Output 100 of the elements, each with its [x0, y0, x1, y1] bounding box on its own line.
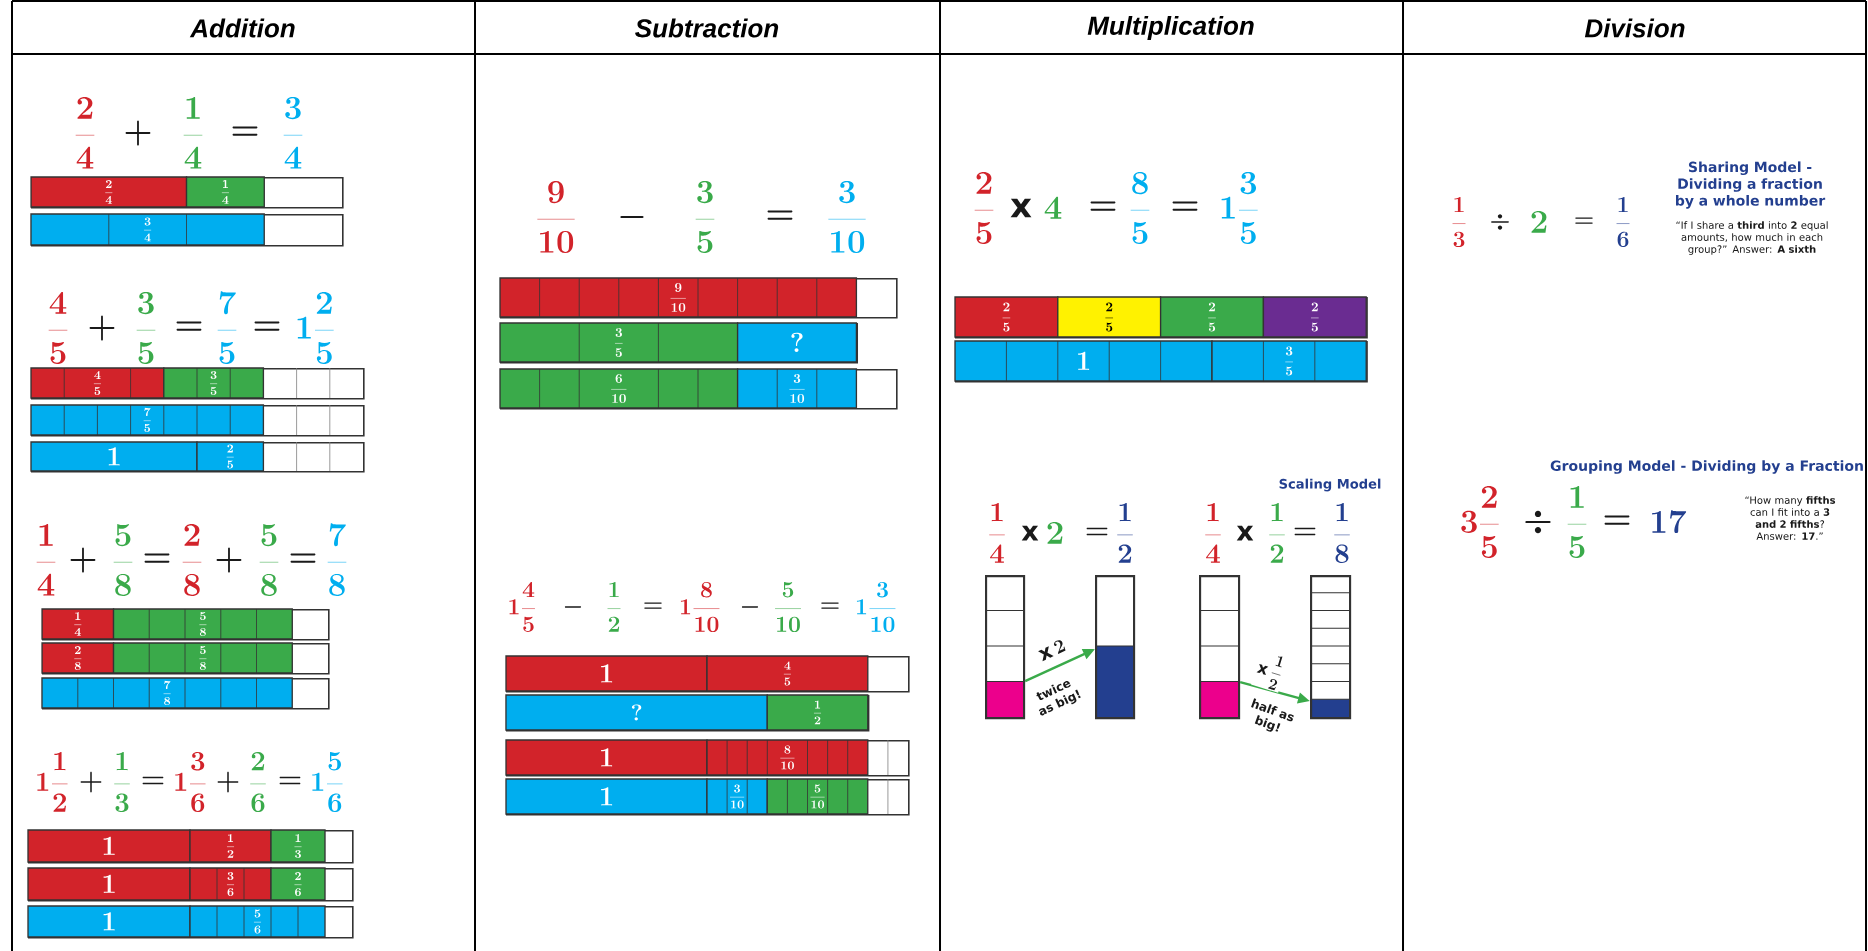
bar-segment: $1$ — [27, 905, 191, 938]
fraction: $\frac{1}{5}$ — [1567, 486, 1587, 558]
math-sign: $+$ — [125, 120, 151, 146]
bar-segment: $\frac{2}{5}$ — [1262, 296, 1367, 338]
math-sign: $=$ — [767, 210, 793, 220]
heading-text: Scaling Model — [1279, 478, 1381, 492]
column-header: Subtraction — [635, 18, 779, 38]
fraction: $\frac{9}{10}$ — [537, 181, 575, 253]
fraction: $\frac{1}{6}$ — [1616, 197, 1630, 247]
math-sign: $=$ — [821, 602, 839, 609]
arrow-caption: twice as big! — [1036, 681, 1081, 716]
math-sign: $\div$ — [1525, 510, 1551, 534]
fraction: $\frac{1}{2}$ — [1117, 503, 1133, 563]
edge-label: $\mathrm{x}\,2$ — [1035, 636, 1069, 664]
bar-segment: $?$ — [736, 322, 858, 363]
number: $2$ — [1531, 210, 1547, 233]
bar-segment: $\frac{8}{10}$ — [706, 739, 869, 776]
math-sign: $+$ — [89, 315, 115, 341]
fraction: $\frac{1}{4}$ — [36, 524, 56, 596]
math-sign: $+$ — [80, 771, 102, 793]
fraction: $\frac{1}{4}$ — [1205, 503, 1221, 563]
bar-segment: $1$ — [505, 655, 708, 692]
fraction: $\frac{7}{8}$ — [327, 523, 347, 596]
bar-segment: $\frac{1}{3}$ — [270, 829, 326, 863]
math-sign: $\mathrm{x}$ — [1021, 525, 1039, 541]
fraction: $1\frac{3}{10}$ — [856, 582, 896, 632]
math-sign: $\div$ — [1491, 214, 1509, 230]
math-sign: $+$ — [216, 547, 242, 573]
math-sign: $\mathrm{x}$ — [1010, 198, 1032, 218]
fraction: $1\frac{4}{5}$ — [509, 581, 535, 632]
fraction: $1\frac{3}{5}$ — [1221, 172, 1258, 244]
number: $2$ — [1047, 521, 1063, 544]
bar-segment: $\frac{3}{10}$ — [706, 778, 768, 815]
bar-segment: $\frac{2}{4}$ — [30, 176, 188, 208]
math-sign: $=$ — [290, 553, 316, 563]
math-sign: $=$ — [279, 776, 301, 785]
bar-segment: $\frac{5}{8}$ — [112, 642, 293, 674]
bar-segment: $\frac{2}{5}$ — [1057, 296, 1162, 338]
fraction: $\frac{8}{5}$ — [1130, 172, 1150, 244]
fraction: $1\frac{5}{6}$ — [312, 752, 343, 813]
bar-segment: $\frac{1}{2}$ — [766, 694, 869, 731]
bar-segment: $\frac{3}{5}$ — [163, 367, 265, 399]
fraction: $\frac{1}{8}$ — [1334, 503, 1350, 564]
fraction: $\frac{3}{4}$ — [283, 97, 303, 169]
bar-segment: $\frac{5}{6}$ — [189, 905, 326, 938]
bar-segment: $\frac{3}{10}$ — [736, 368, 858, 409]
fraction: $\frac{3}{5}$ — [695, 181, 715, 253]
math-sign: $=$ — [254, 321, 280, 331]
fraction: $\frac{2}{8}$ — [182, 524, 202, 596]
heading-text: Grouping Model - Dividing by a Fraction — [1550, 460, 1863, 474]
math-sign: $=$ — [232, 126, 258, 136]
bar-segment: $\frac{4}{5}$ — [706, 655, 869, 692]
fraction: $1\frac{1}{2}$ — [37, 752, 68, 812]
fraction: $1\frac{3}{6}$ — [175, 752, 206, 813]
number: $17$ — [1652, 510, 1687, 534]
fraction: $\frac{1}{3}$ — [114, 752, 130, 813]
heading-text: Sharing Model - Dividing a fraction by a whole number — [1676, 161, 1826, 209]
math-sign: $\mathrm{x}$ — [1236, 525, 1254, 541]
math-sign: $=$ — [176, 321, 202, 331]
bar-segment: $1$ — [505, 739, 708, 776]
bar-segment: $\frac{9}{10}$ — [499, 277, 858, 318]
bar-segment: $\frac{2}{5}$ — [954, 296, 1059, 338]
bar-segment: $\frac{2}{8}$ — [41, 642, 115, 674]
bar-segment: $1$ — [954, 340, 1213, 382]
column-header: Division — [1584, 18, 1685, 38]
bar-segment: $?$ — [505, 694, 768, 731]
fraction: $\frac{2}{6}$ — [250, 752, 266, 813]
fraction: $\frac{1}{3}$ — [1452, 197, 1466, 247]
bar-segment: $\frac{4}{5}$ — [30, 367, 165, 399]
bar-segment: $\frac{6}{10}$ — [499, 368, 739, 409]
fraction: $\frac{1}{2}$ — [607, 582, 621, 632]
math-sign: $-$ — [620, 216, 644, 218]
number: $4$ — [1044, 196, 1062, 219]
scaling-bar — [1094, 575, 1136, 720]
bar-segment: $\frac{2}{6}$ — [270, 867, 326, 901]
scaling-bar — [1198, 575, 1241, 720]
bar-segment: $\frac{2}{5}$ — [196, 441, 265, 472]
math-sign: $=$ — [142, 776, 164, 785]
fraction: $\frac{3}{5}$ — [136, 292, 156, 364]
bar-segment: $\frac{5}{8}$ — [112, 608, 293, 640]
math-sign: $-$ — [741, 606, 759, 608]
bar-segment: $\frac{1}{2}$ — [189, 829, 272, 863]
math-sign: $=$ — [644, 602, 662, 609]
math-sign: $=$ — [1090, 201, 1116, 211]
fraction: $\frac{5}{8}$ — [259, 524, 279, 596]
math-sign: $=$ — [1575, 217, 1593, 224]
arrow-caption: half as big! — [1251, 698, 1294, 732]
fraction: $\frac{5}{10}$ — [775, 582, 801, 632]
fraction: $\frac{1}{2}$ — [1269, 503, 1285, 563]
bar-segment: $\frac{2}{5}$ — [1159, 296, 1265, 338]
bar-segment: $\frac{7}{8}$ — [41, 677, 293, 709]
bar-segment: $\frac{3}{5}$ — [1211, 340, 1367, 382]
fraction: $1\frac{8}{10}$ — [680, 582, 720, 632]
column-header: Multiplication — [1087, 15, 1254, 41]
fraction: $3\frac{2}{5}$ — [1461, 486, 1499, 558]
fraction: $1\frac{2}{5}$ — [297, 292, 334, 364]
bar-segment: $\frac{5}{10}$ — [766, 778, 869, 815]
edge-label: $\mathrm{x}\,\frac{1}{2}$ — [1251, 649, 1289, 693]
bar-segment: $\frac{3}{6}$ — [189, 867, 272, 901]
fraction: $\frac{1}{4}$ — [183, 97, 203, 169]
